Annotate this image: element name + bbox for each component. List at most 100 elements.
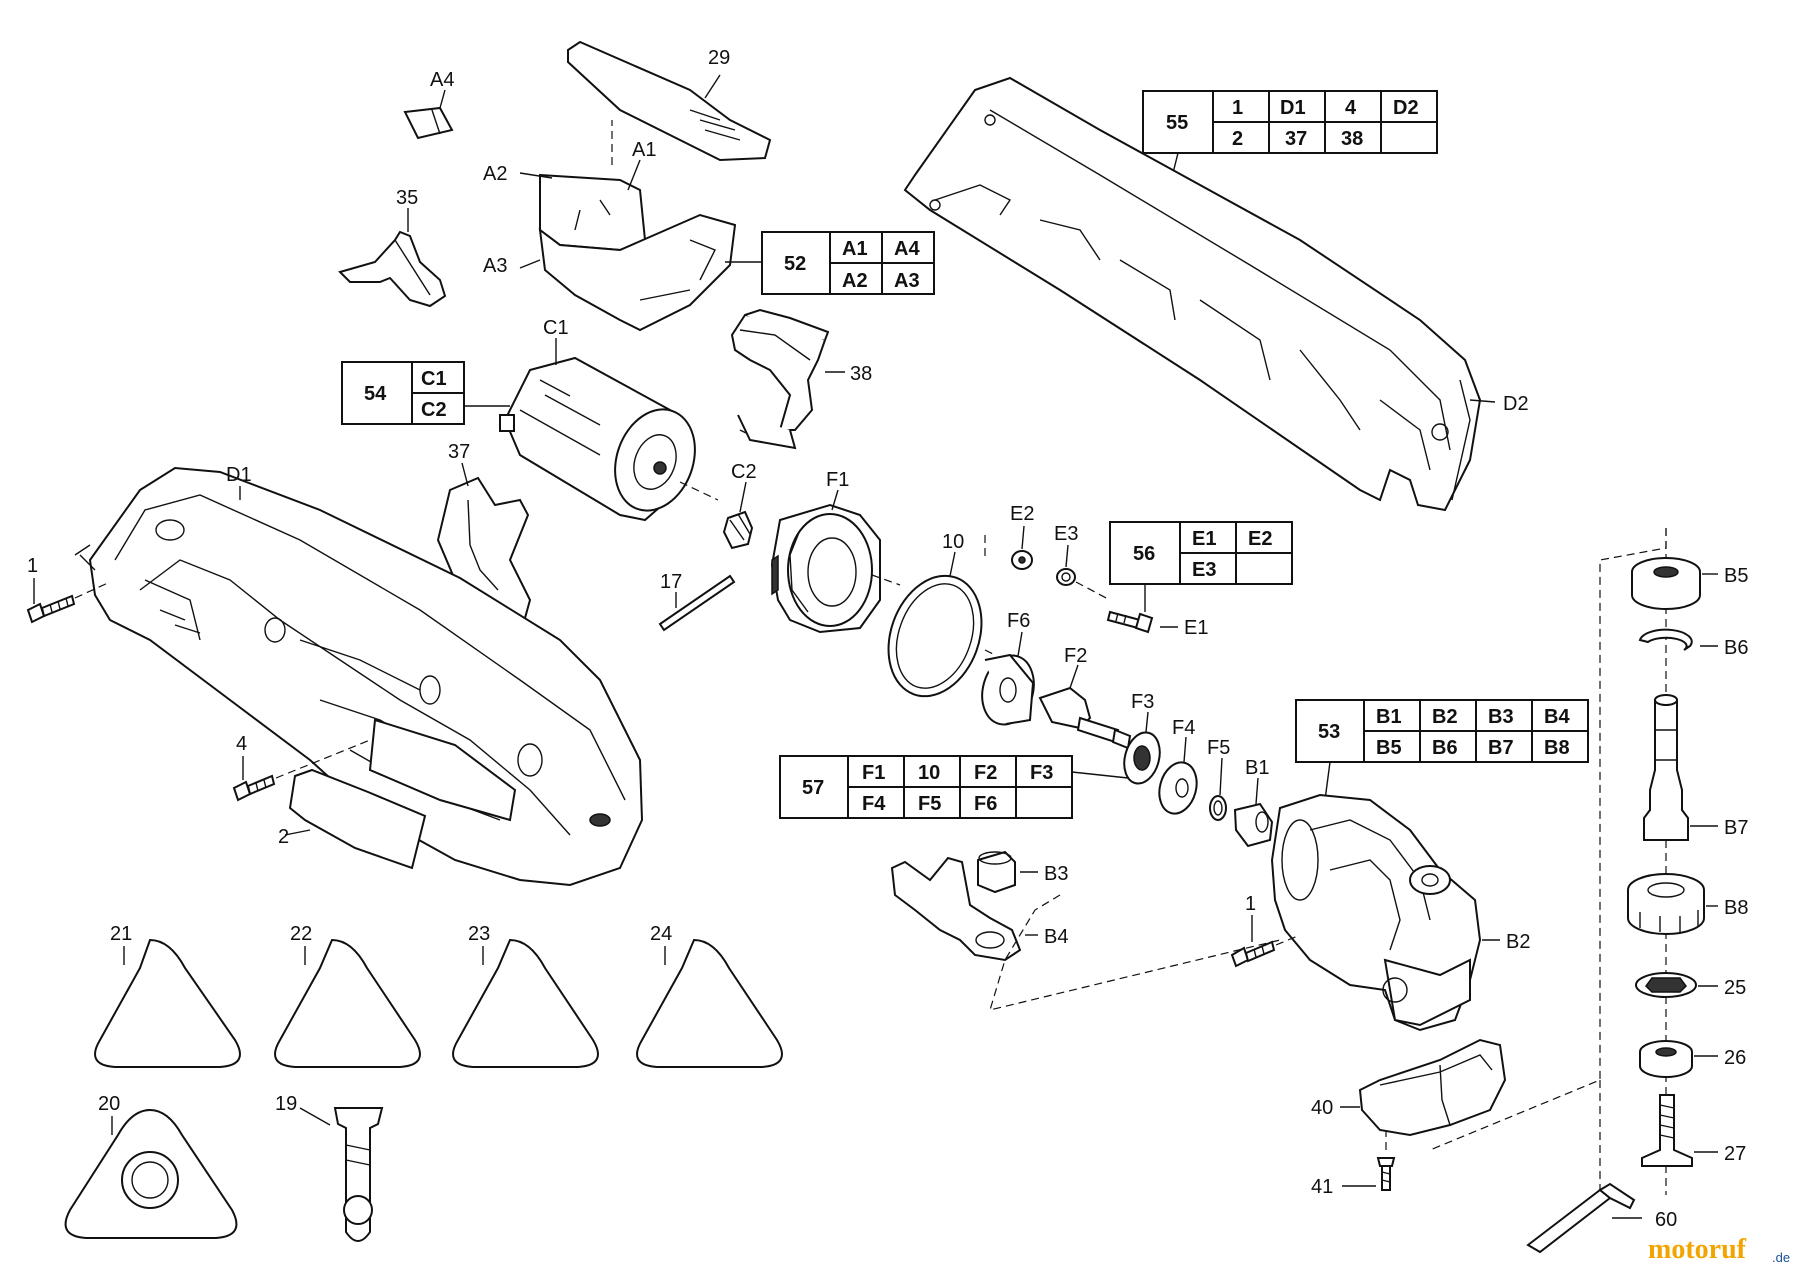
label-37: 37 <box>448 441 470 463</box>
part-26-washer <box>1639 1040 1718 1078</box>
label-24: 24 <box>650 923 672 945</box>
label-41: 41 <box>1311 1176 1333 1198</box>
part-F3-bearing <box>1123 711 1161 785</box>
plunge-blade-19 <box>299 1107 384 1242</box>
table-53-cell: B8 <box>1544 737 1570 759</box>
table-52-cell: A3 <box>894 270 920 292</box>
label-F4: F4 <box>1172 717 1195 739</box>
label-4: 4 <box>236 733 247 755</box>
label-F1: F1 <box>826 469 849 491</box>
label-E3: E3 <box>1054 523 1078 545</box>
table-57-cell: F2 <box>974 762 997 784</box>
label-40: 40 <box>1311 1097 1333 1119</box>
label-21: 21 <box>110 923 132 945</box>
label-B8: B8 <box>1724 897 1748 919</box>
label-10: 10 <box>942 531 964 553</box>
part-4-screw <box>232 739 371 802</box>
table-57-cell: F3 <box>1030 762 1053 784</box>
part-1-screw-left <box>26 578 111 624</box>
label-B3: B3 <box>1044 863 1068 885</box>
part-F4-bearing <box>1158 736 1198 815</box>
part-C1-motor <box>499 338 719 522</box>
part-F2-shaft <box>1038 664 1132 750</box>
label-26: 26 <box>1724 1047 1746 1069</box>
sanding-sheet-22 <box>274 938 421 1068</box>
table-55-id: 55 <box>1166 112 1188 134</box>
part-F1-gear-housing <box>770 489 901 634</box>
table-52-cell: A2 <box>842 270 868 292</box>
label-35: 35 <box>396 187 418 209</box>
watermark-suffix: .de <box>1772 1250 1790 1265</box>
label-F6: F6 <box>1007 610 1030 632</box>
label-60: 60 <box>1655 1209 1677 1231</box>
part-B3-sleeve <box>977 850 1038 894</box>
part-D2-housing-half <box>903 76 1496 512</box>
part-B8-nut <box>1627 873 1718 935</box>
part-F5-circlip <box>1209 757 1227 821</box>
sanding-plate-20 <box>64 1108 238 1239</box>
part-25-adapter <box>1635 972 1718 998</box>
part-E2-washer <box>984 525 1033 570</box>
part-B5-ring <box>1631 557 1718 610</box>
table-55-cell: D2 <box>1393 97 1419 119</box>
label-D1: D1 <box>226 464 252 486</box>
label-1b: 1 <box>1245 893 1256 915</box>
label-C1: C1 <box>543 317 569 339</box>
table-57-id: 57 <box>802 777 824 799</box>
table-57-cell: F6 <box>974 793 997 815</box>
sanding-sheet-24 <box>636 938 783 1068</box>
label-A4: A4 <box>430 69 454 91</box>
part-B1-sleeve <box>1233 777 1274 848</box>
label-B4: B4 <box>1044 926 1068 948</box>
part-1-screw-right <box>1230 915 1301 968</box>
label-D2: D2 <box>1503 393 1529 415</box>
part-B2-gear-head <box>1270 793 1500 1032</box>
label-E2: E2 <box>1010 503 1034 525</box>
watermark-logo: motoruf .de <box>1648 1234 1790 1265</box>
part-B6-circlip <box>1638 628 1718 651</box>
table-53-cell: B1 <box>1376 706 1402 728</box>
table-57-cell: 10 <box>918 762 940 784</box>
label-C2: C2 <box>731 461 757 483</box>
table-54-cell: C1 <box>421 368 447 390</box>
table-55-cell: D1 <box>1280 97 1306 119</box>
table-52-cell: A1 <box>842 238 868 260</box>
table-55-cell: 1 <box>1232 97 1243 119</box>
table-53-cell: B2 <box>1432 706 1458 728</box>
table-57-cell: F5 <box>918 793 941 815</box>
part-F6-bearing <box>981 631 1035 726</box>
table-55: 55 1 D1 4 D2 2 37 38 <box>1142 90 1438 186</box>
label-2: 2 <box>278 826 289 848</box>
table-56-cell: E1 <box>1192 528 1216 550</box>
part-40-guard <box>1340 1038 1507 1137</box>
part-17-pin <box>658 574 736 632</box>
table-56: 56 E1 E2 E3 <box>1109 521 1293 612</box>
part-B4-fork <box>890 856 1038 962</box>
part-29-switch-slider <box>567 40 772 162</box>
table-54-cell: C2 <box>421 399 447 421</box>
part-B7-spindle <box>1643 694 1718 841</box>
label-29: 29 <box>708 47 730 69</box>
label-19: 19 <box>275 1093 297 1115</box>
dash-bracket-right <box>989 528 1667 1195</box>
table-54: 54 C1 C2 <box>341 361 510 425</box>
label-B5: B5 <box>1724 565 1748 587</box>
table-53: 53 B1 B2 B3 B4 B5 B6 B7 B8 <box>1295 699 1589 801</box>
table-55-cell: 2 <box>1232 128 1243 150</box>
table-53-cell: B5 <box>1376 737 1402 759</box>
label-B6: B6 <box>1724 637 1748 659</box>
table-55-cell: 38 <box>1341 128 1363 150</box>
part-A4-sleeve <box>403 89 454 140</box>
label-22: 22 <box>290 923 312 945</box>
part-27-screw <box>1641 1094 1718 1167</box>
part-60-hex-key <box>1526 1182 1642 1254</box>
table-53-id: 53 <box>1318 721 1340 743</box>
table-57-cell: F4 <box>862 793 886 815</box>
label-27: 27 <box>1724 1143 1746 1165</box>
part-10-ring <box>887 551 996 698</box>
label-38: 38 <box>850 363 872 385</box>
label-17: 17 <box>660 571 682 593</box>
part-D1-main-housing <box>74 466 644 887</box>
table-52-cell: A4 <box>894 238 920 260</box>
